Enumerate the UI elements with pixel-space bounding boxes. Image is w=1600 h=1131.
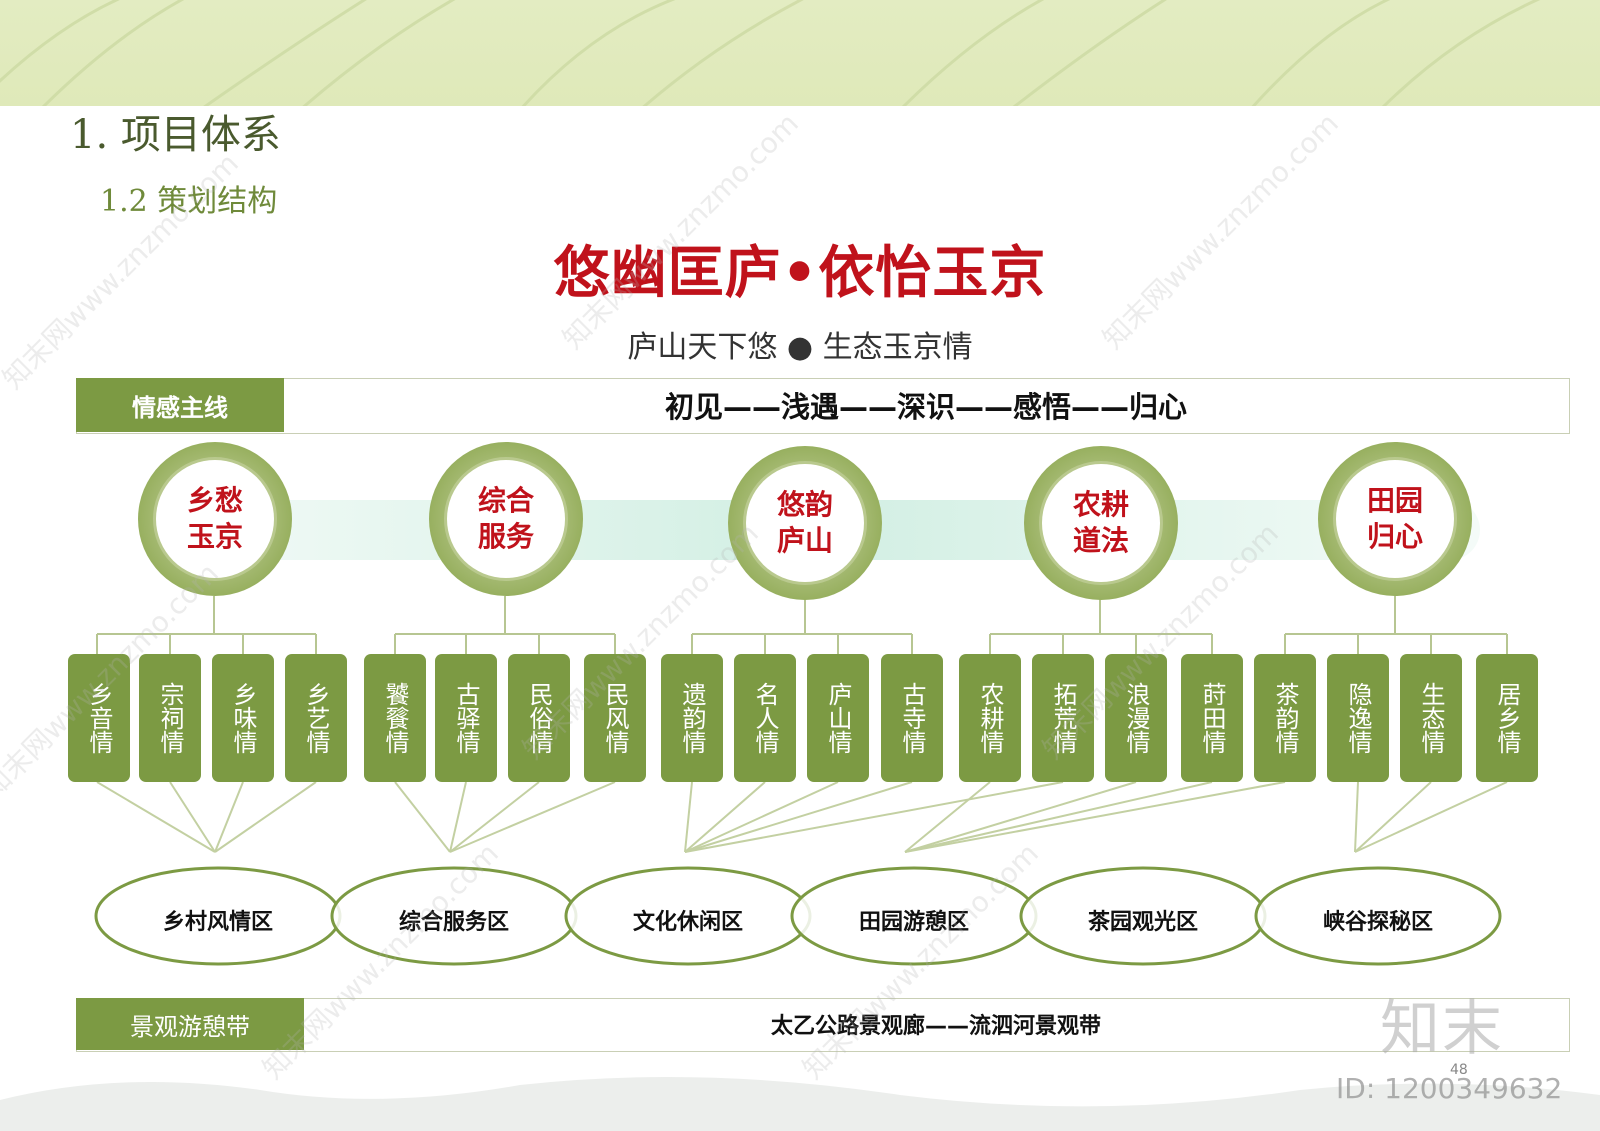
leaf-pattern [0,0,1541,106]
subitem-1-1: 乡音情 [68,654,130,782]
theme-label-line2: 庐山 [776,524,833,557]
subitem-4-4: 莳田情 [1181,654,1243,782]
emotion-line-band [76,378,1570,434]
subitem-2-3: 民俗情 [508,654,570,782]
subitem-5-4: 居乡情 [1476,654,1538,782]
zone-label-3: 文化休闲区 [632,910,743,935]
section-subheading: 1.2 策划结构 [100,184,278,219]
theme-label-line1: 悠韵 [776,488,833,521]
theme-circle-4: 农耕 道法 [1042,464,1160,582]
subitem-3-1: 遗韵情 [661,654,723,782]
theme-circle-5: 田园 归心 [1336,460,1454,578]
watermark-id: ID: 1200349632 [1336,1072,1563,1105]
zone-label-1: 乡村风情区 [162,910,273,935]
subitem-1-4: 乡艺情 [285,654,347,782]
theme-label-line1: 农耕 [1072,488,1129,521]
theme-label-line2: 服务 [477,520,534,553]
subitem-4-1: 农耕情 [959,654,1021,782]
zone-label-5: 茶园观光区 [1087,910,1198,935]
section-heading: 1. 项目体系 [70,112,281,158]
theme-label-line1: 田园 [1366,484,1423,517]
page-number: 48 [1450,1062,1468,1078]
zone-label-2: 综合服务区 [398,910,509,935]
subitem-5-3: 生态情 [1400,654,1462,782]
landscape-belt-label: 景观游憩带 [76,998,304,1050]
subitem-5-2: 隐逸情 [1327,654,1389,782]
theme-circle-2: 综合 服务 [447,460,565,578]
main-subtitle: 庐山天下悠 ● 生态玉京情 [627,330,973,365]
top-decor-band [0,0,1600,106]
theme-circle-3: 悠韵 庐山 [746,464,864,582]
subitem-4-3: 浪漫情 [1105,654,1167,782]
subitem-3-4: 古寺情 [881,654,943,782]
watermark-logo: 知末 [1380,994,1504,1064]
subitem-2-4: 民风情 [584,654,646,782]
subitem-4-2: 拓荒情 [1032,654,1094,782]
main-title: 悠幽匡庐•依怡玉京 [553,241,1047,306]
mountain-decor [0,1077,1600,1131]
theme-label-line2: 玉京 [186,520,243,553]
theme-label-line1: 乡愁 [186,484,243,517]
zone-label-4: 田园游憩区 [858,910,969,935]
theme-label-line1: 综合 [477,484,534,517]
subitem-2-2: 古驿情 [435,654,497,782]
subitem-5-1: 茶韵情 [1254,654,1316,782]
theme-circle-1: 乡愁 玉京 [156,460,274,578]
subitem-1-2: 宗祠情 [139,654,201,782]
subitem-3-3: 庐山情 [807,654,869,782]
theme-label-line2: 道法 [1072,524,1129,557]
subitem-3-2: 名人情 [734,654,796,782]
landscape-belt-text: 太乙公路景观廊——流泗河景观带 [770,1014,1101,1039]
emotion-line-label: 情感主线 [76,378,284,432]
emotion-line-text: 初见——浅遇——深识——感悟——归心 [664,390,1187,424]
subitem-2-1: 饕餮情 [364,654,426,782]
zone-label-6: 峡谷探秘区 [1322,910,1433,935]
theme-label-line2: 归心 [1366,520,1423,553]
subitem-1-3: 乡味情 [212,654,274,782]
landscape-belt-band [76,998,1570,1052]
